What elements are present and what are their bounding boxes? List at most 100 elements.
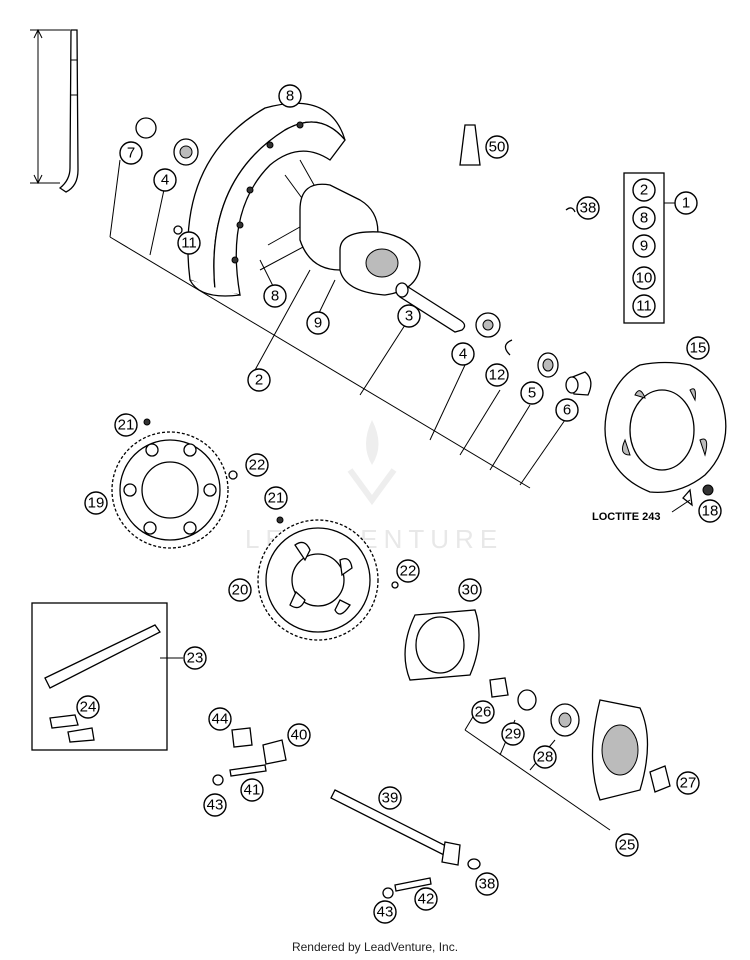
svg-text:2: 2	[640, 182, 648, 199]
kit-entry-11: 11	[632, 294, 656, 318]
svg-text:38: 38	[479, 876, 496, 893]
callout-19: 19	[84, 491, 108, 515]
callout-4a: 4	[153, 168, 177, 192]
kit-entry-8: 8	[632, 206, 656, 230]
svg-text:41: 41	[244, 782, 261, 799]
callout-11: 11	[177, 231, 201, 255]
callout-18: 18	[698, 499, 722, 523]
svg-text:43: 43	[377, 904, 394, 921]
sprocket-carrier-part	[489, 677, 671, 801]
sprocket-19-part	[111, 418, 238, 549]
callout-2: 2	[247, 368, 271, 392]
svg-text:21: 21	[118, 417, 135, 434]
gasket-part	[404, 609, 480, 681]
sleeve-part	[395, 282, 466, 333]
callout-12: 12	[485, 363, 509, 387]
svg-text:20: 20	[232, 582, 249, 599]
callout-10: 8	[278, 84, 302, 108]
callout-23: 23	[183, 646, 207, 670]
callout-20: 20	[228, 578, 252, 602]
kit-entry-10: 10	[632, 266, 656, 290]
callout-15: 15	[686, 336, 710, 360]
callout-9: 9	[306, 311, 330, 335]
svg-text:27: 27	[680, 775, 697, 792]
svg-text:6: 6	[563, 402, 571, 419]
svg-text:10: 10	[636, 270, 653, 287]
svg-text:22: 22	[249, 457, 266, 474]
footer-credit: Rendered by LeadVenture, Inc.	[291, 940, 459, 954]
callout-28: 28	[533, 745, 557, 769]
svg-text:26: 26	[475, 704, 492, 721]
svg-text:4: 4	[161, 172, 169, 189]
kit-entry-9: 9	[632, 234, 656, 258]
callout-41: 40	[287, 723, 311, 747]
callout-21b: 21	[264, 486, 288, 510]
svg-text:4: 4	[459, 346, 467, 363]
svg-text:8: 8	[271, 288, 279, 305]
kit-entry-2: 2	[632, 178, 656, 202]
svg-text:50: 50	[489, 139, 506, 156]
callout-39: 38	[475, 872, 499, 896]
svg-text:24: 24	[80, 699, 97, 716]
axle-part	[212, 727, 481, 899]
svg-text:15: 15	[690, 340, 707, 357]
svg-text:40: 40	[291, 727, 308, 744]
callout-50: 50	[485, 135, 509, 159]
svg-text:19: 19	[88, 495, 105, 512]
callout-43a: 43	[203, 793, 227, 817]
callout-29: 29	[501, 722, 525, 746]
callout-8: 8	[263, 284, 287, 308]
callout-21a: 21	[114, 413, 138, 437]
svg-text:25: 25	[619, 837, 636, 854]
callout-30: 30	[458, 578, 482, 602]
callout-7: 7	[119, 141, 143, 165]
callout-25: 25	[615, 833, 639, 857]
callout-42b: 42	[414, 887, 438, 911]
loctite-note: LOCTITE 243	[592, 511, 660, 523]
svg-text:9: 9	[640, 238, 648, 255]
svg-text:8: 8	[640, 210, 648, 227]
callout-4b: 4	[451, 342, 475, 366]
callout-24: 24	[76, 695, 100, 719]
callout-22a: 22	[245, 453, 269, 477]
svg-text:1: 1	[682, 195, 690, 212]
callout-3: 3	[397, 304, 421, 328]
hub-part	[259, 159, 421, 296]
callout-42a: 41	[240, 778, 264, 802]
callout-22b: 22	[396, 559, 420, 583]
svg-text:21: 21	[268, 490, 285, 507]
svg-text:18: 18	[702, 503, 719, 520]
callout-26: 26	[471, 700, 495, 724]
svg-text:7: 7	[127, 145, 135, 162]
callout-6: 6	[555, 398, 579, 422]
kit-list: 2 8 9 10 11 1	[623, 172, 698, 324]
chain-part	[31, 602, 168, 751]
svg-text:12: 12	[489, 367, 506, 384]
svg-text:11: 11	[181, 235, 197, 252]
svg-text:44: 44	[212, 711, 229, 728]
callout-5: 5	[520, 381, 544, 405]
leader-lines	[109, 159, 691, 831]
svg-text:11: 11	[636, 298, 652, 315]
svg-text:28: 28	[537, 749, 554, 766]
svg-text:43: 43	[207, 797, 224, 814]
svg-text:39: 39	[382, 790, 399, 807]
svg-text:8: 8	[286, 88, 294, 105]
svg-text:30: 30	[462, 582, 479, 599]
spoke-measure	[30, 28, 79, 193]
rim-part	[187, 102, 346, 297]
svg-text:23: 23	[187, 650, 204, 667]
callout-40: 39	[378, 786, 402, 810]
svg-text:29: 29	[505, 726, 522, 743]
brake-disc-part	[604, 361, 727, 507]
svg-text:5: 5	[528, 385, 536, 402]
bearing-parts	[135, 117, 592, 396]
svg-text:38: 38	[580, 200, 597, 217]
sprocket-20-part	[257, 516, 399, 641]
svg-text:9: 9	[314, 315, 322, 332]
callout-38: 38	[576, 196, 600, 220]
callout-27: 27	[676, 771, 700, 795]
svg-text:42: 42	[418, 891, 435, 908]
callout-44: 44	[208, 707, 232, 731]
